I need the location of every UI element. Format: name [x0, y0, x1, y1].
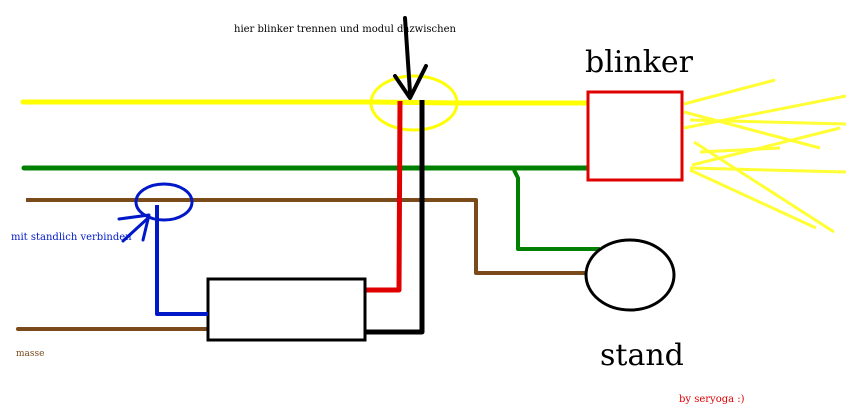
- blinker-box: [586, 90, 684, 182]
- module-box: [206, 277, 367, 342]
- cut-point-ellipse: [369, 74, 459, 132]
- author-label: by seryoga :): [679, 394, 745, 405]
- stand-circle: [584, 238, 676, 312]
- black-wire: [359, 100, 425, 335]
- arrow-icon: [393, 16, 428, 100]
- stand-label: stand: [600, 338, 684, 373]
- blue-wire: [155, 205, 208, 316]
- instruction-label: hier blinker trennen und modul dazwische…: [234, 24, 456, 35]
- brown-wire: [26, 198, 588, 275]
- green-branch-wire: [512, 169, 600, 251]
- standlicht-ellipse: [134, 182, 194, 222]
- masse-label: masse: [16, 349, 44, 359]
- blinker-label: blinker: [585, 45, 694, 80]
- red-wire: [364, 100, 403, 293]
- light-rays: [683, 78, 846, 234]
- yellow-wire: [20, 99, 591, 106]
- standlicht-label: mit standlich verbinden: [11, 232, 132, 243]
- blue-arrow-icon: [117, 213, 151, 243]
